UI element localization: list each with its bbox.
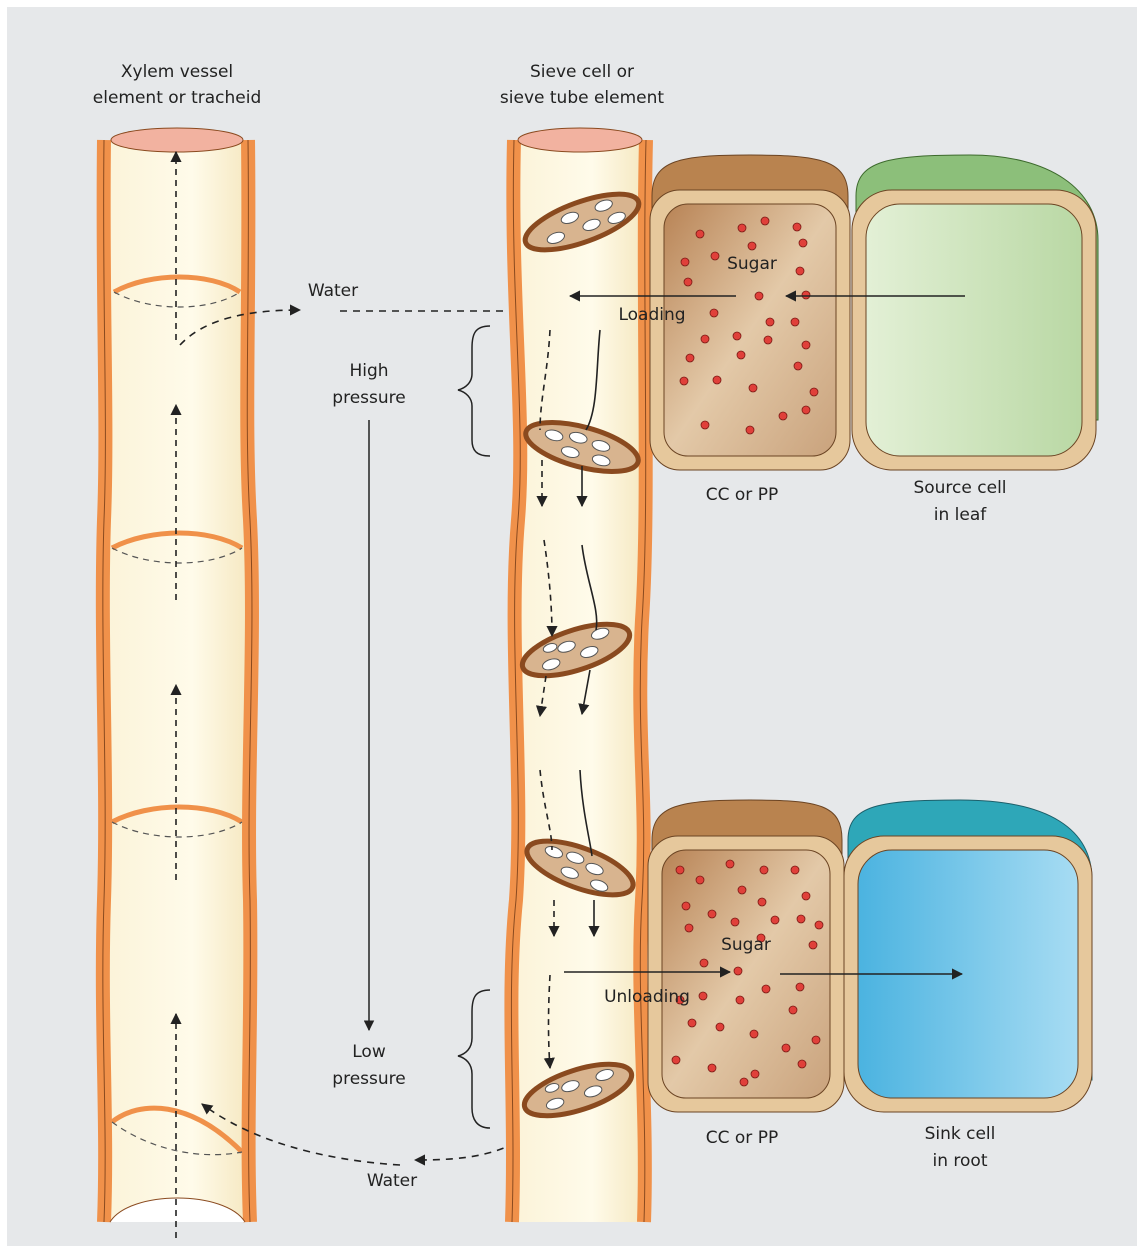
sink-cell [844,800,1092,1112]
unloading-label: Unloading [604,987,690,1007]
sink-cell-line1: Sink cell [925,1124,996,1144]
low-pressure-line1: Low [352,1042,386,1062]
sieve-title-line1: Sieve cell or [530,62,634,82]
high-pressure-line1: High [349,361,388,381]
source-cell-line2: in leaf [934,505,988,525]
companion-cell-bottom [648,800,844,1112]
source-cell-line1: Source cell [913,478,1006,498]
loading-label: Loading [618,305,685,325]
sugar-label-bottom: Sugar [721,935,771,955]
sink-cell-line2: in root [933,1151,988,1171]
xylem-vessel [103,128,252,1222]
xylem-title-line1: Xylem vessel [121,62,233,82]
low-pressure-line2: pressure [332,1069,405,1089]
cc-pp-label-bottom: CC or PP [706,1128,778,1148]
cc-pp-label-top: CC or PP [706,485,778,505]
sieve-title-line2: sieve tube element [500,88,664,108]
xylem-title-line2: element or tracheid [93,88,261,108]
water-label-bottom: Water [367,1171,417,1191]
high-pressure-line2: pressure [332,388,405,408]
source-cell [852,155,1098,470]
sugar-label-top: Sugar [727,254,777,274]
water-label-top: Water [308,281,358,301]
